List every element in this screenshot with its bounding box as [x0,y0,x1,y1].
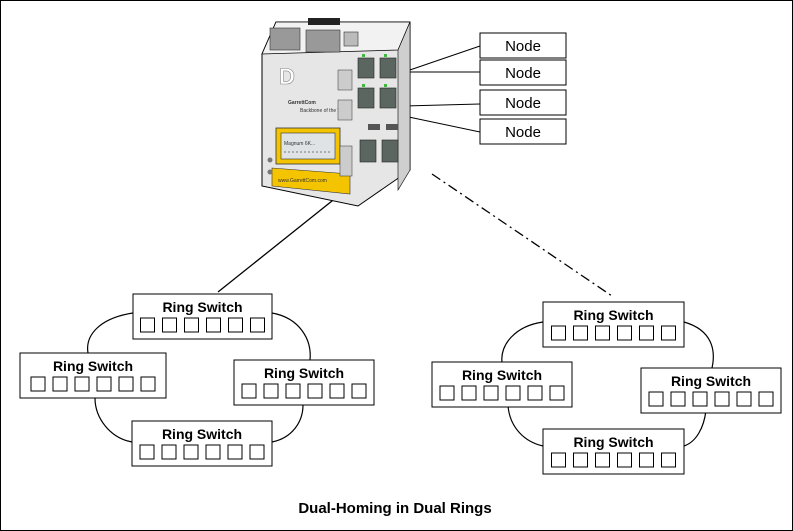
switch-port [162,317,177,333]
garrettcom-switch-device: D GarrettCom Backbone of the Web Magnum … [261,18,411,207]
switch-port [617,325,632,341]
switch-port [639,325,654,341]
switch-port [661,325,676,341]
ring-switch-right-3: Ring Switch [640,367,782,414]
switch-port [639,452,654,468]
node-box-4: Node [479,118,567,145]
switch-port [595,325,610,341]
ring-switch-label: Ring Switch [264,365,344,381]
device-brand: GarrettCom [288,100,316,106]
ring-right-links [501,321,714,447]
ring-switch-left-2: Ring Switch [19,352,167,399]
switch-port [661,452,676,468]
node-label-1: Node [505,38,541,55]
device-tagline: Backbone of the Web [300,108,348,114]
ring-switch-label: Ring Switch [162,426,242,442]
switch-port [551,325,566,341]
switch-port [206,317,221,333]
ring-switch-label: Ring Switch [162,299,242,315]
node-link-3 [403,103,481,107]
ring-switch-right-2: Ring Switch [431,361,573,408]
switch-port [461,385,477,401]
switch-port [140,376,156,392]
switch-port [161,444,177,460]
uplink-solid [217,184,353,293]
switch-port [139,444,155,460]
switch-port [648,391,664,407]
switch-port [118,376,134,392]
ring-left-links [87,312,311,443]
switch-port [670,391,686,407]
switch-port [573,452,588,468]
switch-port [505,385,521,401]
node-label-3: Node [505,95,541,112]
switch-port [30,376,46,392]
switch-port [573,325,588,341]
switch-port [714,391,730,407]
switch-port [183,444,199,460]
device-website: www.GarrettCom.com [278,178,327,184]
switch-port [263,383,279,399]
node-link-1 [403,45,481,73]
node-box-3: Node [479,89,567,116]
node-label-2: Node [505,65,541,82]
switch-port [551,452,566,468]
node-box-1: Node [479,32,567,59]
switch-port [483,385,499,401]
switch-port [758,391,774,407]
switch-port [617,452,632,468]
ring-switch-label: Ring Switch [671,373,751,389]
switch-port [692,391,708,407]
switch-port [307,383,323,399]
switch-port [140,317,155,333]
ring-switch-right-1: Ring Switch [542,301,685,348]
ring-switch-label: Ring Switch [573,434,653,450]
ring-switch-label: Ring Switch [462,367,542,383]
switch-port [74,376,90,392]
diagram-caption: Dual-Homing in Dual Rings [298,500,491,517]
switch-port [527,385,543,401]
switch-port [595,452,610,468]
device-lcd-text: Magnum 6K... [284,141,315,147]
node-box-2: Node [479,59,567,86]
ring-switch-left-1: Ring Switch [132,293,273,340]
switch-port [227,444,243,460]
switch-port [285,383,301,399]
ring-switch-right-4: Ring Switch [542,428,685,475]
ring-switch-label: Ring Switch [53,358,133,374]
switch-port [241,383,257,399]
node-link-4 [403,115,481,133]
node-list: Node Node Node Node [479,32,567,145]
switch-port [52,376,68,392]
switch-port [228,317,243,333]
switch-port [549,385,565,401]
ring-switch-left-3: Ring Switch [233,359,375,406]
switch-port [184,317,199,333]
switch-port [329,383,345,399]
switch-port [205,444,221,460]
switch-port [736,391,752,407]
switch-port [439,385,455,401]
device-logo-mark: D [279,64,295,89]
switch-port [351,383,367,399]
switch-port [96,376,112,392]
ring-switch-left-4: Ring Switch [131,420,273,467]
switch-port [250,317,265,333]
node-label-4: Node [505,124,541,141]
switch-port [249,444,265,460]
uplink-dashdot [431,173,613,297]
ring-switch-label: Ring Switch [573,307,653,323]
node-links [403,45,481,133]
